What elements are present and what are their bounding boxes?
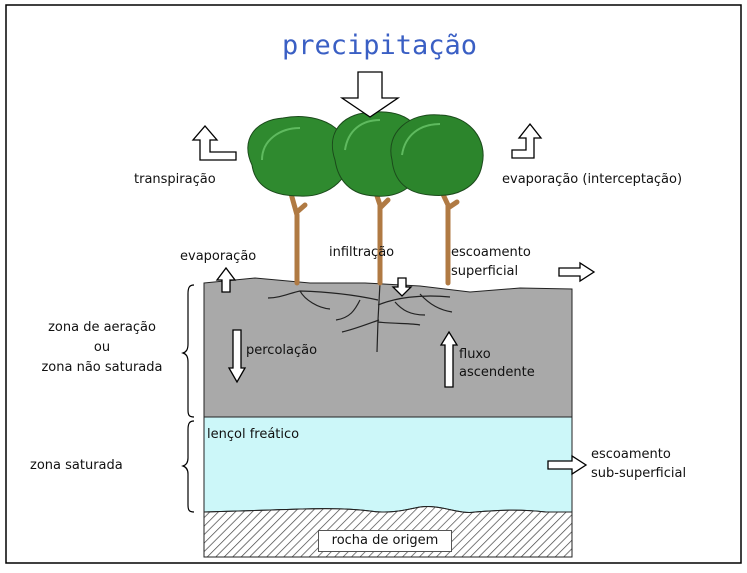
- diagram-title: precipitação: [282, 30, 478, 61]
- down-arrow-icon: [227, 329, 247, 384]
- bent-up-arrow-icon: [191, 125, 237, 161]
- water-table-label: lençol freático: [207, 427, 300, 442]
- down-arrow-icon: [339, 71, 401, 118]
- up-arrow-icon: [439, 330, 459, 388]
- subsurface-runoff-label-line1: escoamento: [591, 447, 671, 462]
- transpiration-label: transpiração: [134, 172, 216, 187]
- upward-flow-label-line1: fluxo: [459, 347, 491, 362]
- roots: [267, 282, 453, 353]
- upward-flow-label-line2: ascendente: [459, 365, 535, 380]
- tree-icon: [247, 111, 484, 197]
- subsurface-runoff-label-line2: sub-superficial: [591, 466, 687, 481]
- up-arrow-icon: [215, 266, 237, 293]
- right-arrow-icon: [558, 261, 596, 283]
- infiltration-label: infiltração: [329, 245, 395, 260]
- aeration-zone-label-line2: ou: [93, 340, 111, 355]
- aeration-zone-label-line3: zona não saturada: [41, 360, 163, 375]
- bent-up-arrow-icon: [511, 122, 543, 159]
- saturated-zone-label: zona saturada: [30, 458, 123, 473]
- evaporation-interception-label: evaporação (interceptação): [502, 172, 683, 187]
- aeration-zone-label-line1: zona de aeração: [48, 320, 156, 335]
- zone-braces: [181, 284, 195, 513]
- evaporation-label: evaporação: [180, 249, 257, 264]
- percolation-label: percolação: [246, 343, 318, 358]
- down-arrow-icon: [391, 277, 413, 297]
- surface-runoff-label-line2: superficial: [451, 264, 519, 279]
- bedrock-label: rocha de origem: [318, 530, 452, 552]
- right-arrow-icon: [547, 454, 588, 476]
- surface-runoff-label-line1: escoamento: [451, 245, 531, 260]
